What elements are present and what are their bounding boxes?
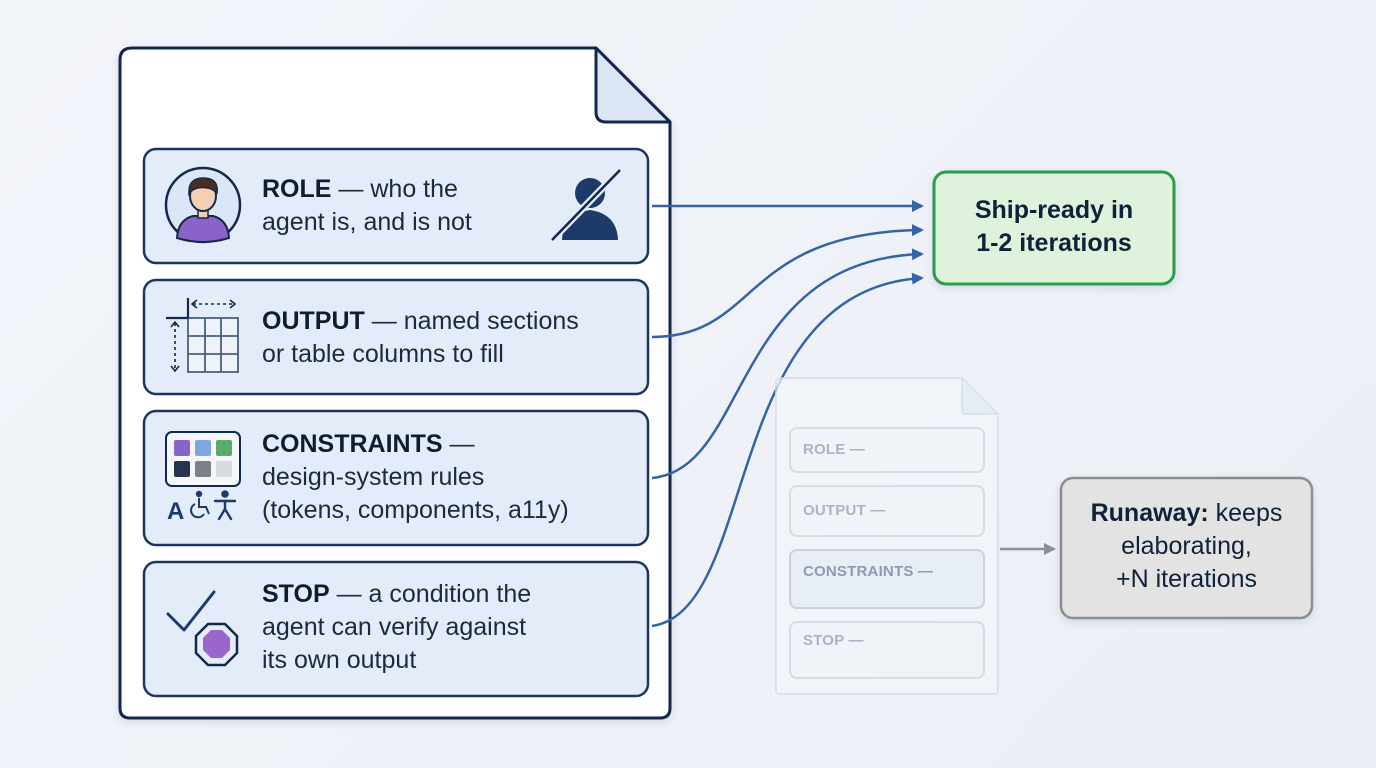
role-line-1: who the [370,175,458,203]
ghost-row-output [789,485,985,537]
output-dash: — [364,307,404,335]
ghost-label-constraints: CONSTRAINTS — [803,563,934,580]
arrow-stop [651,272,924,628]
ghost-row-constraints [789,549,985,609]
constraints-line-1: design-system rules [262,463,485,491]
stop-line-2: agent can verify against [262,613,527,641]
svg-text:A: A [167,498,184,525]
role-card [142,147,650,265]
checkmark-stop-sign-icon [166,590,239,667]
runaway-line-3: +N iterations [1115,565,1258,593]
person-avatar-icon [164,166,242,244]
runaway-outcome-box [1059,476,1314,620]
ghost-row-stop [789,621,985,679]
stop-title: STOP [262,580,330,608]
output-title: OUTPUT [262,307,365,335]
success-line-2: 1-2 iterations [976,229,1132,257]
runaway-line-1: keeps [1208,499,1283,527]
stop-card [142,560,650,698]
page-fold-corner [594,46,672,124]
stop-line-3: its own output [262,646,417,674]
ghost-label-output: OUTPUT — [803,502,886,519]
output-line-2: or table columns to fill [262,340,504,368]
constraints-line-2: (tokens, components, a11y) [262,496,569,524]
table-grid-icon [166,298,239,373]
runaway-line-2: elaborating, [1121,532,1252,560]
constraints-dash: — [442,430,475,458]
constraints-card-text: CONSTRAINTS — design-system rules (token… [262,428,569,527]
runaway-outcome-text: Runaway: keeps elaborating, +N iteration… [1061,497,1312,596]
arrow-output [651,224,924,339]
constraints-card [142,409,650,547]
ghost-row-role [789,427,985,473]
ghost-label-stop: STOP — [803,632,864,649]
crossed-out-person-icon [549,167,623,243]
stop-line-1: a condition the [368,580,532,608]
stop-card-text: STOP — a condition the agent can verify … [262,578,531,677]
stop-dash: — [329,580,369,608]
output-card-text: OUTPUT — named sections or table columns… [262,305,579,371]
success-outcome-box [932,170,1176,286]
output-card [142,278,650,396]
ghost-label-role: ROLE — [803,441,866,458]
color-tokens-accessibility-icon: A [165,431,241,525]
arrow-constraints [651,248,924,480]
role-dash: — [331,175,371,203]
success-outcome-text: Ship-ready in 1-2 iterations [934,194,1174,260]
ghost-document [775,375,1001,695]
output-line-1: named sections [403,307,579,335]
success-line-1: Ship-ready in [974,196,1134,224]
role-line-2: agent is, and is not [262,208,472,236]
runaway-title: Runaway: [1090,499,1209,527]
constraints-title: CONSTRAINTS [262,430,443,458]
arrows-to-success [651,200,924,628]
role-title: ROLE [262,175,332,203]
role-card-text: ROLE — who the agent is, and is not [262,173,472,239]
